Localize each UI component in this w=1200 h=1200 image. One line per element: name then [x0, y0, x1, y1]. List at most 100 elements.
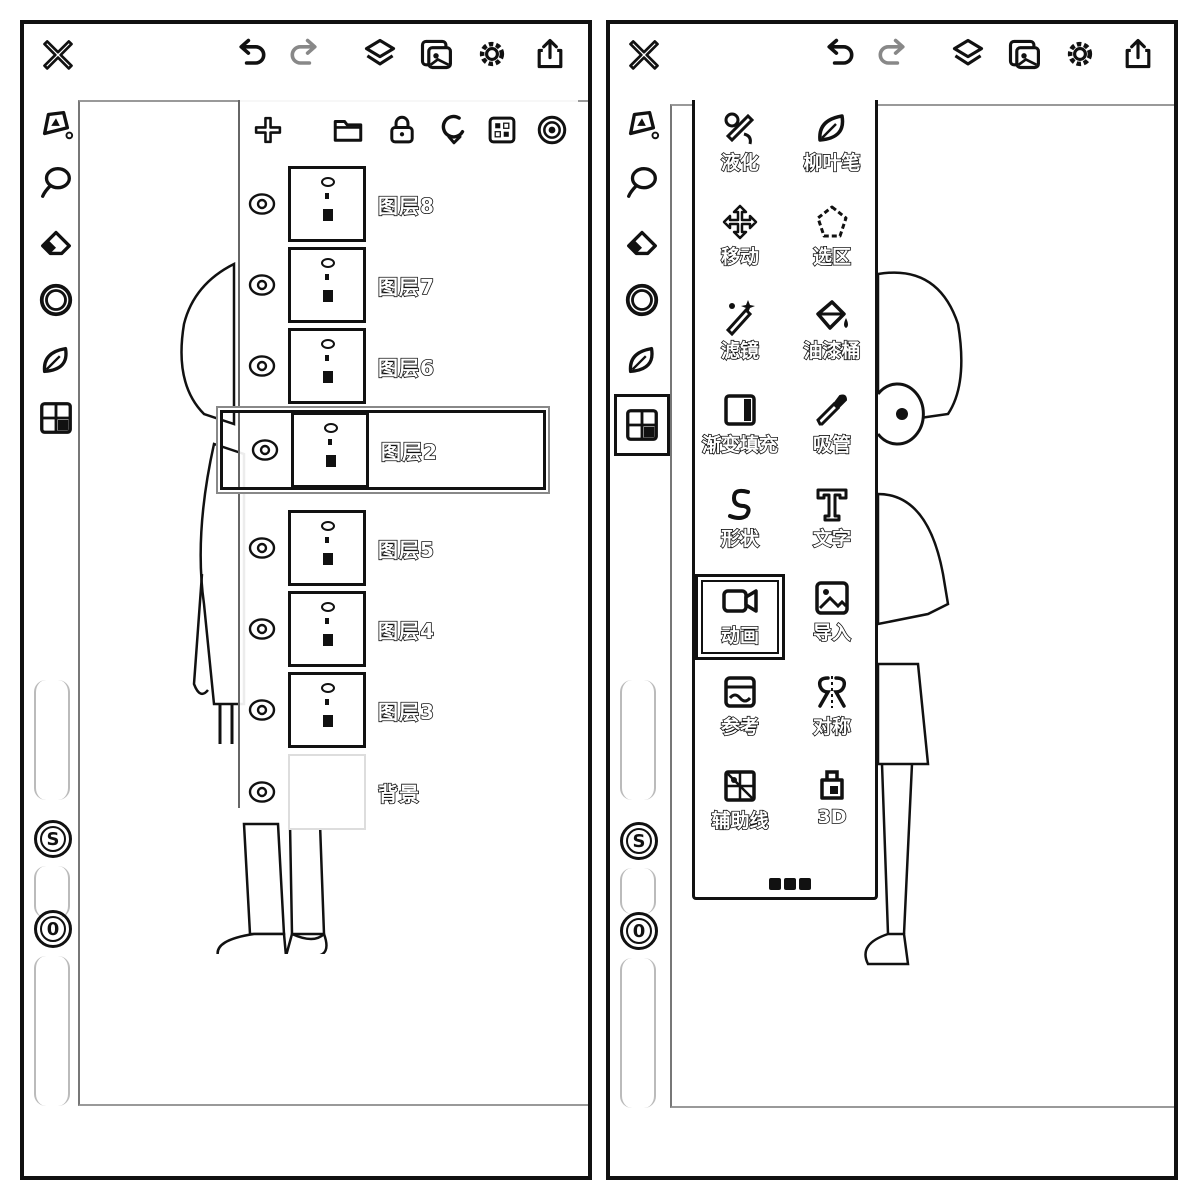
smudge-tool[interactable]	[32, 158, 80, 206]
merge-down-button[interactable]	[434, 110, 474, 150]
leaf-icon	[623, 341, 661, 379]
brush-tool[interactable]	[618, 100, 666, 148]
eye-icon[interactable]	[246, 776, 278, 808]
opacity-slider-top[interactable]	[34, 866, 70, 918]
lock-layer-button[interactable]	[382, 110, 422, 150]
eraser-tool[interactable]	[618, 218, 666, 266]
tool-selection[interactable]: 选区	[787, 198, 877, 284]
undo-button[interactable]	[820, 34, 860, 74]
grid-icon	[37, 399, 75, 437]
layer-thumbnail	[288, 166, 366, 242]
opacity-slider-top[interactable]	[620, 868, 656, 914]
share-button[interactable]	[530, 34, 570, 74]
drawing-canvas[interactable]	[670, 104, 1174, 1108]
tool-text[interactable]: 文字	[787, 480, 877, 566]
brush-size-slider[interactable]	[34, 680, 70, 800]
layer-row[interactable]: 图层6	[240, 326, 560, 406]
share-button[interactable]	[1118, 34, 1158, 74]
tool-import[interactable]: 导入	[787, 574, 877, 660]
redo-button[interactable]	[284, 34, 324, 74]
settings-button[interactable]	[1060, 34, 1100, 74]
layer-row[interactable]: 图层8	[240, 164, 560, 244]
layer-row[interactable]: 图层4	[240, 589, 560, 669]
layer-name: 图层4	[377, 618, 435, 644]
opacity-slider[interactable]	[34, 956, 70, 1106]
tool-move[interactable]: 移动	[695, 198, 785, 284]
eye-icon[interactable]	[246, 269, 278, 301]
brush-icon	[623, 105, 661, 143]
add-layer-button[interactable]	[248, 110, 288, 150]
layer-row[interactable]: 图层5	[240, 508, 560, 588]
eye-icon[interactable]	[249, 434, 281, 466]
tool-filter[interactable]: 滤镜	[695, 292, 785, 378]
eraser-icon	[623, 223, 661, 261]
layer-thumbnail	[288, 754, 366, 830]
leaf-pen-tool[interactable]	[618, 336, 666, 384]
tool-liquify[interactable]: 液化	[695, 104, 785, 190]
opacity-badge[interactable]: 0	[34, 910, 72, 948]
layer-thumbnail	[291, 412, 369, 488]
tool-paint-bucket[interactable]: 油漆桶	[787, 292, 877, 378]
color-tool[interactable]	[618, 276, 666, 324]
layer-name: 图层7	[377, 274, 435, 300]
layers-button[interactable]	[360, 34, 400, 74]
layer-row[interactable]: 图层3	[240, 670, 560, 750]
target-icon	[535, 113, 569, 147]
eye-icon[interactable]	[246, 613, 278, 645]
gallery-button[interactable]	[1004, 34, 1044, 74]
redo-button[interactable]	[872, 34, 912, 74]
close-button[interactable]	[624, 34, 664, 74]
layer-thumbnail	[288, 591, 366, 667]
symmetry-icon	[812, 672, 852, 712]
layer-name: 图层6	[377, 355, 435, 381]
leaf-pen-tool[interactable]	[32, 336, 80, 384]
alpha-lock-button[interactable]	[482, 110, 522, 150]
gallery-button[interactable]	[416, 34, 456, 74]
layer-name: 背景	[377, 781, 420, 807]
selection-icon	[812, 202, 852, 242]
size-badge[interactable]: S	[620, 822, 658, 860]
opacity-badge[interactable]: 0	[620, 912, 658, 950]
layer-row-selected[interactable]: 图层2	[220, 410, 546, 490]
layer-thumbnail	[288, 510, 366, 586]
eye-icon[interactable]	[246, 188, 278, 220]
redo-icon	[874, 36, 910, 72]
tool-reference[interactable]: 参考	[695, 668, 785, 754]
tool-3d[interactable]: 3D	[787, 762, 877, 848]
brush-size-slider[interactable]	[620, 680, 656, 800]
color-tool[interactable]	[32, 276, 80, 324]
layers-button[interactable]	[948, 34, 988, 74]
reference-icon	[720, 672, 760, 712]
dot-icon	[784, 878, 796, 890]
tool-shape[interactable]: 形状	[695, 480, 785, 566]
tool-animation-active[interactable]: 动画	[695, 574, 785, 660]
tool-eyedropper[interactable]: 吸管	[787, 386, 877, 472]
shape-icon	[720, 484, 760, 524]
more-tools-button-active[interactable]	[614, 394, 670, 456]
more-tools-button[interactable]	[32, 394, 80, 442]
more-tools-panel: 液化 柳叶笔 移动 选区 滤镜 油漆桶 渐变填充 吸管 形状 文字 动画 导入 …	[692, 100, 878, 900]
more-options-button[interactable]	[769, 878, 811, 892]
eye-icon[interactable]	[246, 694, 278, 726]
tool-gradient-fill[interactable]: 渐变填充	[695, 386, 785, 472]
close-button[interactable]	[38, 34, 78, 74]
checker-icon	[485, 113, 519, 147]
layer-options-button[interactable]	[532, 110, 572, 150]
size-badge[interactable]: S	[34, 820, 72, 858]
undo-button[interactable]	[232, 34, 272, 74]
eye-icon[interactable]	[246, 532, 278, 564]
opacity-slider[interactable]	[620, 958, 656, 1108]
tool-guide-lines[interactable]: 辅助线	[695, 762, 785, 848]
layer-folder-button[interactable]	[328, 110, 368, 150]
layer-row-background[interactable]: 背景	[240, 752, 560, 832]
brush-tool[interactable]	[32, 100, 80, 148]
tool-symmetry[interactable]: 对称	[787, 668, 877, 754]
settings-button[interactable]	[472, 34, 512, 74]
color-ring-icon	[623, 281, 661, 319]
layer-row[interactable]: 图层7	[240, 245, 560, 325]
smudge-tool[interactable]	[618, 158, 666, 206]
tool-leaf-pen[interactable]: 柳叶笔	[787, 104, 877, 190]
liquify-icon	[720, 108, 760, 148]
eye-icon[interactable]	[246, 350, 278, 382]
eraser-tool[interactable]	[32, 218, 80, 266]
